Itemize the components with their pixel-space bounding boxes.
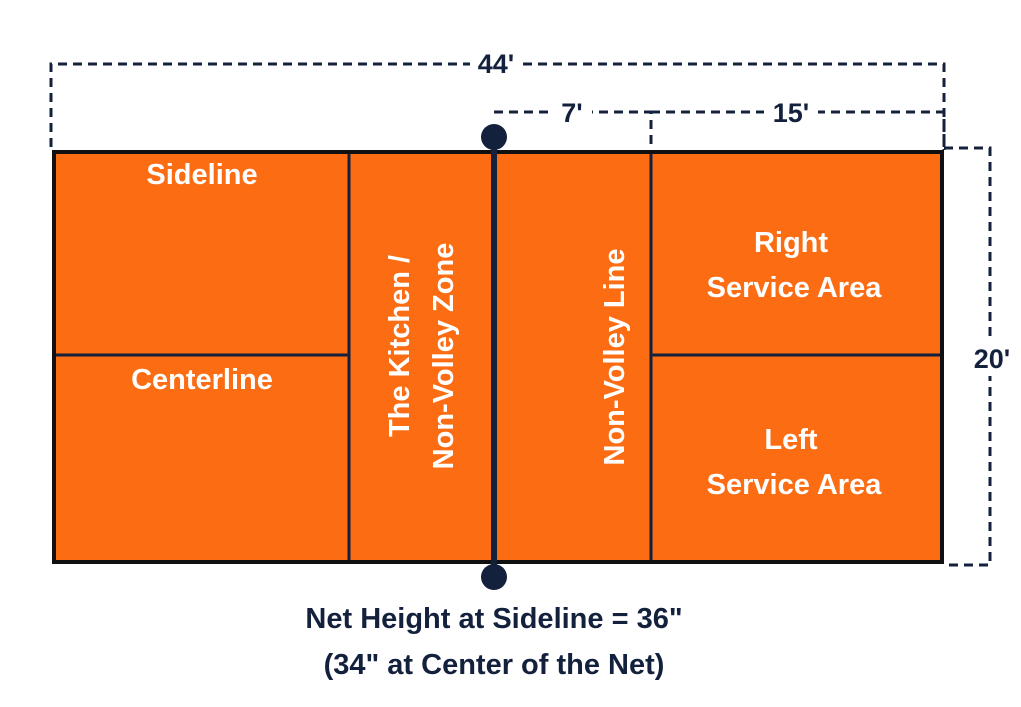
right-service-area-label-line1: Right xyxy=(754,227,828,259)
kitchen-depth-label-bg xyxy=(552,96,592,128)
kitchen-label-line2: Non-Volley Zone xyxy=(428,243,460,470)
centerline-label: Centerline xyxy=(131,364,273,396)
width-dimension-label-bg xyxy=(966,340,1018,376)
length-dimension-label: 44' xyxy=(478,49,514,79)
non-volley-line-label: Non-Volley Line xyxy=(599,249,631,466)
service-depth-label-bg xyxy=(764,96,818,128)
top-net-post xyxy=(481,124,507,150)
service-depth-label: 15' xyxy=(773,98,809,128)
kitchen-label-line1: The Kitchen / xyxy=(384,255,416,437)
left-service-area-label-line2: Service Area xyxy=(707,469,883,501)
court-surface xyxy=(54,152,942,562)
sideline-label: Sideline xyxy=(146,159,257,191)
bottom-net-post xyxy=(481,564,507,590)
kitchen-depth-label: 7' xyxy=(561,98,582,128)
right-service-area-label-line2: Service Area xyxy=(707,272,883,304)
court-border xyxy=(52,150,944,564)
width-dimension-label: 20' xyxy=(974,344,1010,374)
service-depth-dimension-line xyxy=(651,110,946,150)
net-center-height-caption: (34" at Center of the Net) xyxy=(324,649,665,681)
left-service-area-label-line1: Left xyxy=(764,424,818,456)
width-dimension-line xyxy=(944,146,992,567)
net-height-caption: Net Height at Sideline = 36" xyxy=(305,603,682,635)
length-dimension-label-bg xyxy=(470,48,522,80)
